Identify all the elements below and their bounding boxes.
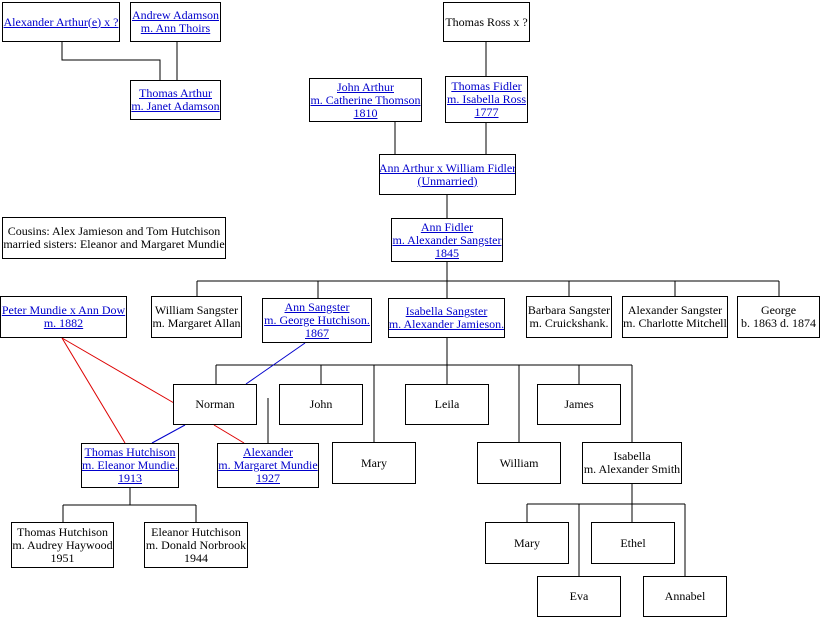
person-name: Thomas Hutchison — [17, 524, 108, 539]
person-alexander: Alexander m. Margaret Mundie 1927 — [217, 443, 319, 488]
person-alexander-arthur: Alexander Arthur(e) x ? — [2, 2, 120, 42]
person-link[interactable]: Thomas Fidler — [451, 79, 522, 93]
note-line: married sisters: Eleanor and Margaret Mu… — [3, 237, 225, 251]
person-thomas-arthur: Thomas Arthur m. Janet Adamson — [130, 80, 221, 120]
person-name: Barbara Sangster — [527, 303, 611, 317]
spouse-link[interactable]: m. Catherine Thomson — [310, 92, 421, 107]
year-link[interactable]: 1927 — [256, 471, 280, 485]
connector — [61, 42, 161, 80]
spouse-link[interactable]: m. George Hutchison. — [264, 313, 370, 327]
person-link[interactable]: Alexander — [243, 445, 293, 459]
year-link[interactable]: 1777 — [474, 105, 499, 119]
spouse-link[interactable]: m. Eleanor Mundie. — [82, 458, 178, 472]
spouse-link[interactable]: m. 1882 — [43, 316, 84, 330]
person-name: Mary — [514, 535, 540, 550]
cousins-note: Cousins: Alex Jamieson and Tom Hutchison… — [2, 217, 226, 259]
spouse-name: m. Audrey Haywood — [12, 537, 113, 552]
person-mary: Mary — [332, 442, 416, 484]
person-name: George — [760, 303, 797, 317]
person-andrew-adamson: Andrew Adamson m. Ann Thoirs — [130, 2, 221, 42]
spouse-link[interactable]: m. Janet Adamson — [131, 99, 220, 113]
person-name: William — [499, 455, 539, 470]
red-connector — [213, 424, 245, 444]
person-isabella: Isabella m. Alexander Smith — [582, 442, 682, 484]
spouse-link[interactable]: m. Isabella Ross — [447, 92, 526, 106]
person-thomas-hutchison-jr: Thomas Hutchison m. Audrey Haywood 1951 — [11, 522, 114, 568]
person-link[interactable]: Thomas Hutchison — [84, 445, 176, 459]
person-thomas-ross: Thomas Ross x ? — [443, 2, 530, 42]
year-link[interactable]: 1845 — [435, 245, 459, 260]
person-name: Isabella — [613, 449, 651, 463]
person-barbara-sangster: Barbara Sangster m. Cruickshank. — [526, 296, 612, 338]
person-link[interactable]: Alexander Arthur(e) x ? — [3, 14, 119, 29]
person-james: James — [537, 384, 621, 425]
person-name: John — [309, 397, 333, 411]
person-eleanor-hutchison: Eleanor Hutchison m. Donald Norbrook 194… — [144, 522, 248, 568]
red-connector — [61, 337, 175, 404]
red-connector — [61, 337, 126, 444]
person-link[interactable]: John Arthur — [337, 79, 394, 94]
person-name: Ethel — [620, 535, 646, 550]
life-dates: b. 1863 d. 1874 — [741, 316, 816, 330]
person-john-arthur: John Arthur m. Catherine Thomson 1810 — [309, 78, 422, 122]
spouse-name: m. Donald Norbrook — [145, 537, 247, 552]
person-name: James — [564, 397, 594, 411]
person-name: Annabel — [664, 589, 706, 603]
person-link[interactable]: Thomas Arthur — [139, 86, 212, 100]
spouse-link[interactable]: m. Alexander Jamieson. — [388, 317, 505, 331]
person-link[interactable]: Ann Fidler — [420, 219, 474, 234]
person-peter-mundie: Peter Mundie x Ann Dow m. 1882 — [0, 296, 127, 338]
person-isabella-sangster: Isabella Sangster m. Alexander Jamieson. — [388, 298, 505, 338]
person-george: George b. 1863 d. 1874 — [737, 296, 820, 338]
spouse-name: m. Margaret Allan — [152, 316, 241, 330]
person-link[interactable]: Ann Arthur x William Fidler — [379, 160, 516, 175]
person-name: Mary — [361, 455, 387, 470]
person-name: Norman — [195, 397, 235, 411]
person-name: William Sangster — [154, 303, 239, 317]
person-link[interactable]: Ann Sangster — [284, 300, 350, 314]
person-name: Eleanor Hutchison — [151, 524, 241, 539]
person-name: Thomas Ross x ? — [445, 14, 528, 29]
year: 1944 — [184, 550, 208, 565]
note-link[interactable]: (Unmarried) — [417, 173, 478, 188]
person-william: William — [477, 442, 561, 484]
year-link[interactable]: 1810 — [353, 105, 378, 120]
person-link[interactable]: Andrew Adamson — [132, 8, 219, 22]
spouse-name: m. Alexander Smith — [583, 462, 681, 476]
blue-connector — [245, 342, 306, 385]
spouse-link[interactable]: m. Ann Thoirs — [140, 21, 211, 35]
person-leila: Leila — [405, 384, 489, 425]
person-name: Alexander Sangster — [627, 303, 723, 317]
person-link[interactable]: Isabella Sangster — [405, 304, 488, 318]
person-ann-arthur: Ann Arthur x William Fidler (Unmarried) — [379, 154, 516, 195]
year-link[interactable]: 1913 — [118, 471, 142, 485]
person-thomas-fidler: Thomas Fidler m. Isabella Ross 1777 — [445, 76, 528, 123]
spouse-name: m. Charlotte Mitchell — [623, 316, 727, 330]
person-alexander-sangster: Alexander Sangster m. Charlotte Mitchell — [622, 296, 728, 338]
spouse-name: m. Cruickshank. — [529, 316, 609, 330]
year: 1951 — [50, 550, 75, 565]
person-john: John — [279, 384, 363, 425]
person-ann-sangster: Ann Sangster m. George Hutchison. 1867 — [262, 298, 372, 343]
person-eva: Eva — [537, 576, 621, 617]
person-name: Eva — [569, 589, 589, 603]
person-william-sangster: William Sangster m. Margaret Allan — [151, 296, 242, 338]
spouse-link[interactable]: m. Alexander Sangster — [392, 232, 502, 247]
year-link[interactable]: 1867 — [305, 326, 329, 340]
person-link[interactable]: Peter Mundie x Ann Dow — [1, 303, 126, 317]
person-ethel: Ethel — [591, 522, 675, 564]
spouse-link[interactable]: m. Margaret Mundie — [218, 458, 318, 472]
person-name: Leila — [434, 397, 460, 411]
blue-connector — [151, 424, 186, 444]
note-line: Cousins: Alex Jamieson and Tom Hutchison — [7, 224, 221, 238]
person-ann-fidler: Ann Fidler m. Alexander Sangster 1845 — [391, 218, 503, 262]
person-thomas-hutchison: Thomas Hutchison m. Eleanor Mundie. 1913 — [81, 443, 179, 488]
person-norman: Norman — [173, 384, 257, 425]
person-annabel: Annabel — [643, 576, 727, 617]
person-mary-smith: Mary — [485, 522, 569, 564]
